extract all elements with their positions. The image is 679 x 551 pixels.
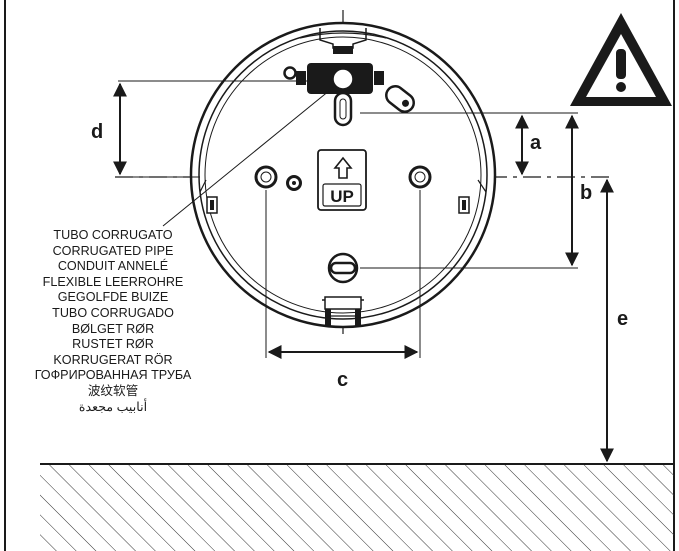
upper-screw-hole xyxy=(283,66,297,80)
pipe-label-line: CORRUGATED PIPE xyxy=(52,243,174,258)
knockout-clip-left xyxy=(296,71,306,85)
dimension-c-label: c xyxy=(337,369,348,391)
small-screw-hole-center xyxy=(292,181,296,185)
knockout-clip-right xyxy=(374,71,384,85)
up-label-frame xyxy=(322,183,362,207)
dimension-d-label: d xyxy=(91,121,103,143)
pipe-label-line: BØLGET RØR xyxy=(71,321,155,336)
warning-triangle-icon xyxy=(570,13,672,106)
plate-inner-ring xyxy=(198,30,488,320)
pipe-label-line: ГОФРИРОВАННАЯ ТРУБА xyxy=(34,368,192,383)
left-fixing-hole-inner xyxy=(260,171,272,183)
diagonal-slot xyxy=(385,85,415,113)
pipe-label-line: FLEXIBLE LEERROHRE xyxy=(42,274,184,289)
up-arrow-icon xyxy=(333,156,353,179)
pipe-label-line: TUBO CORRUGADO xyxy=(52,305,174,320)
top-arc-detail xyxy=(299,32,387,39)
lower-slot xyxy=(329,261,357,275)
floor-hatch xyxy=(40,464,674,551)
pipe-label-line: GEGOLFDE BUIZE xyxy=(57,290,169,305)
pipe-hole xyxy=(332,68,354,90)
upper-slot-inner xyxy=(339,98,347,120)
pipe-leader-line xyxy=(162,85,336,227)
right-side-clip xyxy=(458,179,487,214)
left-side-clip xyxy=(199,179,218,214)
plate-base-ring xyxy=(204,36,482,314)
pipe-label-line: 波纹软管 xyxy=(87,383,139,398)
right-fixing-hole-inner xyxy=(414,171,426,183)
pipe-label-line: RUSTET RØR xyxy=(72,337,154,352)
up-label: UP xyxy=(330,187,354,206)
top-clip xyxy=(333,46,353,54)
pipe-label-line: TUBO CORRUGATO xyxy=(53,228,173,242)
dimension-e-label: e xyxy=(617,308,628,330)
corrugated-pipe-label: TUBO CORRUGATO CORRUGATED PIPE CONDUIT A… xyxy=(0,228,226,415)
pipe-label-line: CONDUIT ANNELÉ xyxy=(57,259,169,274)
dimension-b-label: b xyxy=(580,182,592,204)
dimension-a-label: a xyxy=(530,132,542,154)
pipe-label-line: أنابيب مجعدة xyxy=(78,399,148,414)
pipe-label-line: KORRUGERAT RÖR xyxy=(53,352,173,367)
bottom-clip xyxy=(322,296,364,327)
